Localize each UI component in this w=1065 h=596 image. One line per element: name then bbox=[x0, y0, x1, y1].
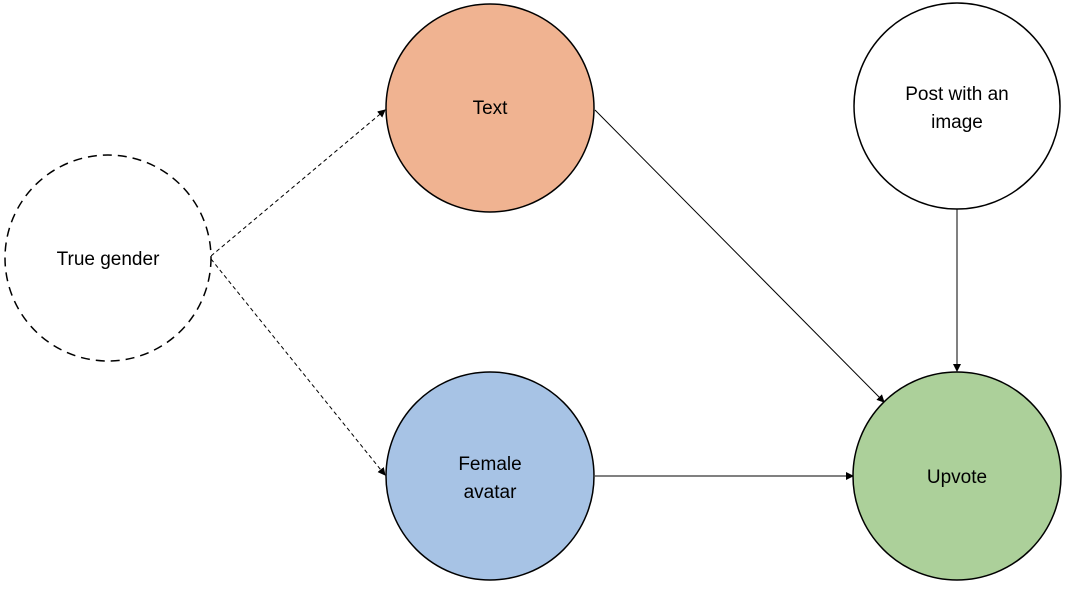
node-upvote-label: Upvote bbox=[927, 467, 987, 488]
node-upvote: Upvote bbox=[852, 371, 1062, 581]
node-text-circle bbox=[385, 3, 595, 213]
node-post-with-image-circle bbox=[853, 2, 1061, 210]
node-text: Text bbox=[385, 3, 595, 213]
node-post-with-image-label-line1: Post with an bbox=[905, 84, 1009, 105]
node-female-avatar-circle bbox=[385, 371, 595, 581]
node-female-avatar-label-line2: avatar bbox=[464, 482, 517, 503]
edge-text-to-upvote bbox=[594, 109, 885, 403]
edge-true-gender-to-text bbox=[210, 109, 386, 257]
node-true-gender: True gender bbox=[4, 154, 212, 362]
node-true-gender-circle bbox=[4, 154, 212, 362]
edges-layer bbox=[210, 109, 961, 480]
node-true-gender-label: True gender bbox=[57, 249, 160, 270]
node-text-label: Text bbox=[473, 98, 509, 119]
node-post-with-image: Post with an image bbox=[853, 2, 1061, 210]
node-upvote-circle bbox=[852, 371, 1062, 581]
node-female-avatar: Female avatar bbox=[385, 371, 595, 581]
node-post-with-image-label-line2: image bbox=[931, 112, 983, 133]
edge-true-gender-to-female-avatar bbox=[210, 258, 386, 476]
node-female-avatar-label-line1: Female bbox=[458, 454, 521, 475]
